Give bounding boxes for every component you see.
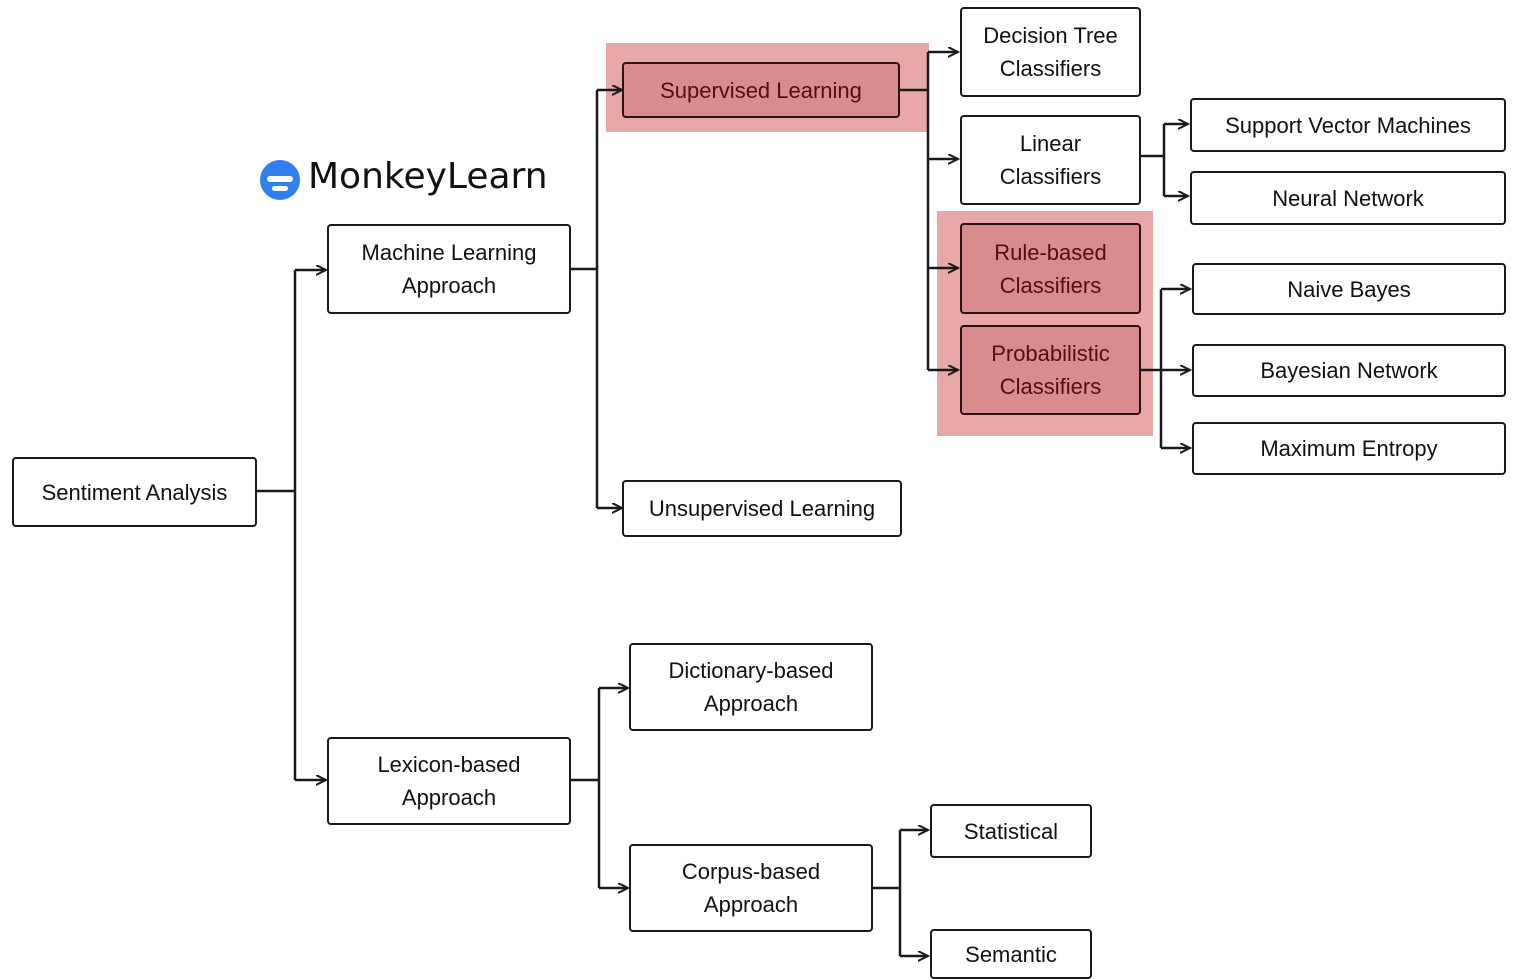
node-corpus-based-approach: Corpus-based Approach (629, 844, 873, 932)
node-statistical: Statistical (930, 804, 1092, 858)
node-dictionary-based-approach: Dictionary-based Approach (629, 643, 873, 731)
node-supervised-learning: Supervised Learning (622, 62, 900, 118)
node-unsupervised-learning: Unsupervised Learning (622, 480, 902, 537)
node-lexicon-based-approach: Lexicon-based Approach (327, 737, 571, 825)
brand-name: MonkeyLearn (308, 156, 548, 197)
node-sentiment-analysis: Sentiment Analysis (12, 457, 257, 527)
node-naive-bayes: Naive Bayes (1192, 263, 1506, 315)
node-neural-network: Neural Network (1190, 171, 1506, 225)
node-probabilistic-classifiers: Probabilistic Classifiers (960, 325, 1141, 415)
node-rule-based-classifiers: Rule-based Classifiers (960, 223, 1141, 314)
node-decision-tree-classifiers: Decision Tree Classifiers (960, 7, 1141, 97)
connector-lines (256, 52, 1190, 956)
node-linear-classifiers: Linear Classifiers (960, 115, 1141, 205)
monkeylearn-logo-icon (260, 160, 300, 200)
monkeylearn-brand: MonkeyLearn (258, 150, 548, 204)
node-maximum-entropy: Maximum Entropy (1192, 422, 1506, 475)
node-bayesian-network: Bayesian Network (1192, 344, 1506, 397)
node-machine-learning-approach: Machine Learning Approach (327, 224, 571, 314)
node-semantic: Semantic (930, 929, 1092, 979)
node-support-vector-machines: Support Vector Machines (1190, 98, 1506, 152)
